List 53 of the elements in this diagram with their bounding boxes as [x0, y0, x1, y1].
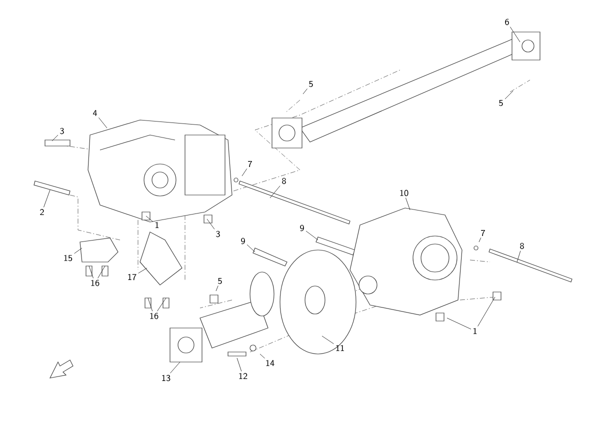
leader-line — [405, 198, 410, 210]
leader-line — [138, 268, 148, 274]
leader-line — [88, 266, 94, 278]
leader-line — [170, 362, 180, 374]
leader-line — [322, 336, 334, 344]
callout-number: 5 — [218, 278, 222, 284]
callout-number: 5 — [499, 100, 503, 106]
leader-line — [156, 298, 166, 312]
callout-number: 8 — [282, 178, 286, 184]
callout-number: 15 — [64, 254, 72, 262]
callout-number: 16 — [150, 312, 158, 320]
leader-line — [242, 168, 248, 176]
leader-line — [216, 285, 218, 292]
callout-number: 7 — [481, 230, 485, 236]
leader-line — [206, 218, 215, 230]
leader-line — [74, 248, 82, 254]
callout-number: 2 — [40, 208, 44, 216]
leader-line — [43, 190, 50, 208]
callout-number: 8 — [520, 242, 524, 250]
callout-number: 17 — [128, 274, 136, 280]
leader-line — [510, 26, 520, 42]
callout-number: 16 — [91, 280, 100, 286]
callout-number: 9 — [300, 224, 304, 232]
callout-number: 4 — [92, 110, 98, 116]
leader-line — [246, 244, 256, 252]
leader-line — [52, 134, 58, 142]
leader-line — [446, 318, 472, 330]
callout-number: 3 — [216, 230, 220, 238]
callout-number: 12 — [239, 372, 248, 380]
leader-line — [478, 237, 482, 242]
leader-line — [478, 296, 496, 327]
callout-number: 11 — [336, 344, 344, 352]
leader-line — [504, 90, 514, 100]
leader-line — [302, 88, 308, 94]
callout-number: 14 — [266, 360, 274, 366]
callout-number: 1 — [474, 328, 477, 334]
callout-number: 13 — [162, 374, 170, 382]
callout-number: 5 — [309, 80, 313, 88]
callout-number: 6 — [505, 18, 509, 26]
leader-line — [98, 117, 108, 128]
leader-line — [236, 358, 242, 372]
leader-line — [516, 250, 521, 262]
callout-number: 7 — [248, 161, 252, 167]
leader-line — [148, 298, 153, 312]
leader-line — [260, 354, 265, 359]
callout-number: 9 — [241, 238, 245, 244]
leader-line — [98, 266, 106, 278]
callout-number: 1 — [156, 222, 159, 228]
leader-line — [146, 216, 154, 222]
leader-line — [306, 230, 318, 240]
callout-number: 10 — [400, 190, 408, 196]
callout-number: 3 — [60, 128, 64, 134]
leader-line — [270, 186, 280, 198]
